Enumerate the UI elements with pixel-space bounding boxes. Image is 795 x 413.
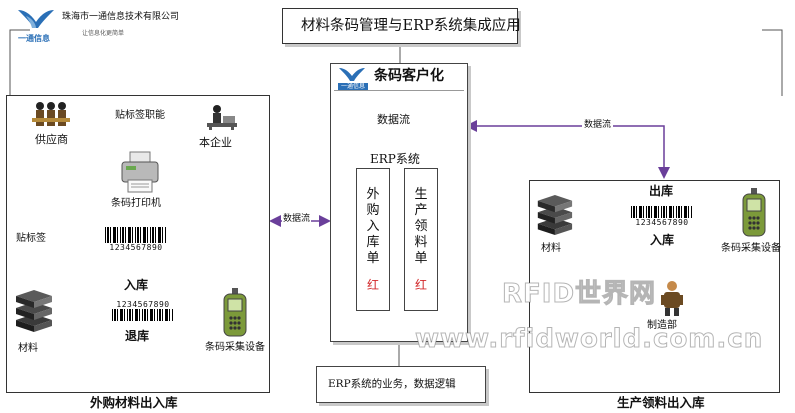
material-label-left: 材料	[18, 343, 38, 354]
barcode-bars-icon	[105, 227, 167, 243]
collector-label-left: 条码采集设备	[205, 342, 265, 353]
center-panel	[330, 63, 468, 342]
enterprise-icon	[203, 104, 239, 130]
doc-right-red-mark: 红	[414, 278, 427, 292]
label-function-label: 贴标签职能	[115, 110, 165, 121]
watermark-url: www.rfidworld.com.cn	[414, 324, 764, 354]
material-label-right: 材料	[541, 243, 561, 254]
doc-right-char: 生	[414, 187, 428, 202]
right-bracket	[762, 29, 783, 96]
collector-icon-left	[222, 288, 248, 338]
title-box: 材料条码管理与ERP系统集成应用	[282, 8, 521, 44]
doc-right-char: 领	[414, 219, 428, 234]
barcode-printed: 1234567890	[105, 227, 167, 252]
doc-left-char: 库	[366, 235, 380, 250]
center-title-rule	[334, 90, 464, 91]
right-data-flow-arrow	[465, 120, 670, 179]
label-step-label: 贴标签	[16, 233, 46, 244]
left-bracket	[9, 29, 30, 96]
doc-left-char: 入	[366, 219, 380, 234]
erp-system-label: ERP系统	[370, 152, 420, 166]
barcode-transit-right: 1234567890	[631, 206, 693, 227]
doc-left-red-mark: 红	[366, 278, 379, 292]
outbound-label-right: 出库	[649, 184, 674, 198]
printer-label: 条码打印机	[111, 198, 161, 209]
barcode-number: 1234567890	[109, 243, 163, 252]
center-logo-mark-icon	[338, 68, 368, 91]
erp-logic-box: ERP系统的业务，数据逻辑	[316, 366, 486, 403]
center-logo: 一通信息	[336, 66, 370, 92]
material-icon-right	[534, 195, 574, 237]
company-logo: 一通信息	[10, 6, 68, 44]
doc-left-char: 购	[366, 203, 380, 218]
enterprise-label: 本企业	[199, 136, 232, 149]
collector-icon-right	[741, 188, 767, 238]
doc-inbound-purchase-text: 外 购 入 库 单 红	[357, 187, 389, 293]
workshop-icon	[659, 280, 685, 316]
doc-left-char: 单	[366, 251, 380, 266]
printer-icon	[120, 151, 160, 194]
logo-mark-icon	[18, 10, 54, 28]
barcode-transit-left: 1234567890	[112, 300, 174, 321]
barcode-number-left: 1234567890	[116, 300, 170, 309]
company-name: 珠海市一通信息技术有限公司	[62, 12, 180, 22]
right-data-flow-label: 数据流	[582, 120, 614, 130]
left-data-flow-label: 数据流	[282, 214, 312, 224]
doc-production-pick: 生 产 领 料 单 红	[404, 168, 438, 311]
inbound-label-left: 入库	[124, 278, 149, 292]
workshop-label: 制造部	[647, 320, 677, 331]
return-label-left: 退库	[125, 329, 150, 343]
supplier-icon	[30, 100, 72, 130]
doc-right-char: 料	[414, 235, 428, 250]
right-panel-title: 生产领料出入库	[617, 395, 705, 410]
left-panel-title: 外购材料出入库	[90, 395, 178, 410]
barcode-number-right: 1234567890	[635, 218, 689, 227]
logo-text: 一通信息	[18, 34, 50, 43]
left-panel	[6, 95, 270, 393]
erp-logic-text: ERP系统的业务，数据逻辑	[328, 378, 456, 390]
supplier-label: 供应商	[35, 133, 68, 146]
inbound-label-right: 入库	[650, 233, 675, 247]
company-slogan: 让信息化更简单	[82, 30, 125, 37]
watermark-brand: RFID世界网	[501, 279, 657, 309]
center-data-flow-label: 数据流	[377, 113, 410, 126]
material-icon-left	[12, 290, 54, 334]
page-title: 材料条码管理与ERP系统集成应用	[301, 18, 521, 34]
collector-label-right: 条码采集设备	[721, 243, 781, 254]
center-panel-title: 条码客户化	[374, 68, 444, 84]
center-logo-text: 一通信息	[341, 83, 366, 90]
doc-right-char: 产	[414, 203, 428, 218]
doc-inbound-purchase: 外 购 入 库 单 红	[356, 168, 390, 311]
doc-production-pick-text: 生 产 领 料 单 红	[405, 187, 437, 293]
doc-left-char: 外	[366, 187, 380, 202]
doc-right-char: 单	[414, 251, 428, 266]
